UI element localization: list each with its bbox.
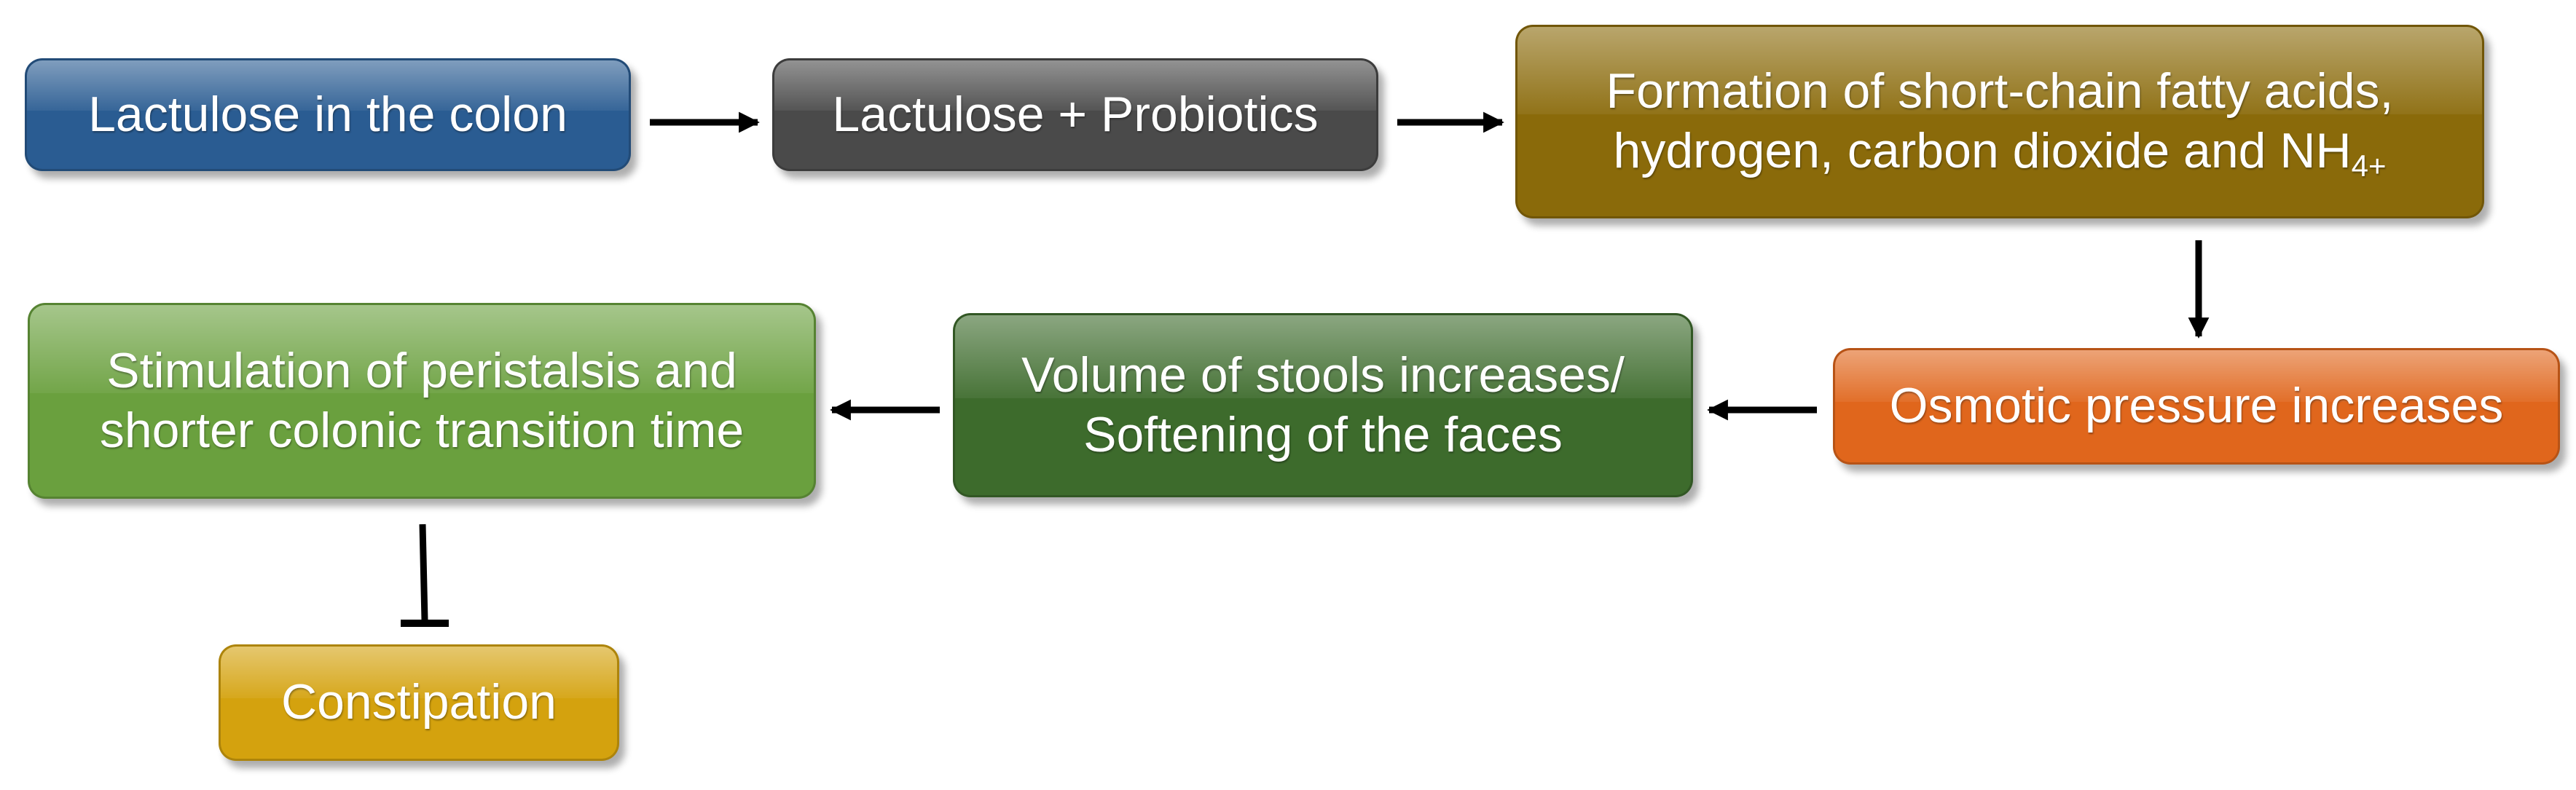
node-constipation-label: Constipation — [280, 674, 557, 730]
node-lactulose-in-colon: Lactulose in the colon — [25, 58, 631, 171]
node-lactulose-label: Lactulose in the colon — [88, 86, 568, 142]
node-formation-subscript: 4+ — [2351, 149, 2387, 183]
node-probiotics-label: Lactulose + Probiotics — [832, 86, 1319, 142]
node-stimulation-text: Stimulation of peristalsis and shorter c… — [100, 341, 744, 460]
node-formation-of-fatty-acids: Formation of short-chain fatty acids, hy… — [1515, 25, 2484, 218]
node-formation-line2: hydrogen, carbon dioxide and NH — [1613, 123, 2352, 178]
node-stimulation-line2: shorter colonic transition time — [99, 402, 745, 458]
node-volume-line1: Volume of stools increases/ — [1021, 347, 1625, 403]
node-volume-line2: Softening of the faces — [1083, 406, 1563, 462]
node-volume-of-stools: Volume of stools increases/ Softening of… — [953, 313, 1693, 497]
node-constipation: Constipation — [219, 644, 619, 761]
node-volume-text: Volume of stools increases/ Softening of… — [1021, 346, 1625, 465]
node-formation-text: Formation of short-chain fatty acids, hy… — [1606, 62, 2394, 181]
inhibition-stimulation-to-constipation — [419, 524, 428, 621]
node-lactulose-probiotics: Lactulose + Probiotics — [772, 58, 1378, 171]
node-osmotic-pressure: Osmotic pressure increases — [1833, 348, 2560, 465]
node-formation-line1: Formation of short-chain fatty acids, — [1606, 63, 2394, 119]
node-osmotic-label: Osmotic pressure increases — [1889, 378, 2504, 434]
node-stimulation-line1: Stimulation of peristalsis and — [106, 342, 737, 398]
node-stimulation-of-peristalsis: Stimulation of peristalsis and shorter c… — [28, 303, 816, 499]
node-formation-line2-wrap: hydrogen, carbon dioxide and NH4+ — [1606, 122, 2394, 181]
